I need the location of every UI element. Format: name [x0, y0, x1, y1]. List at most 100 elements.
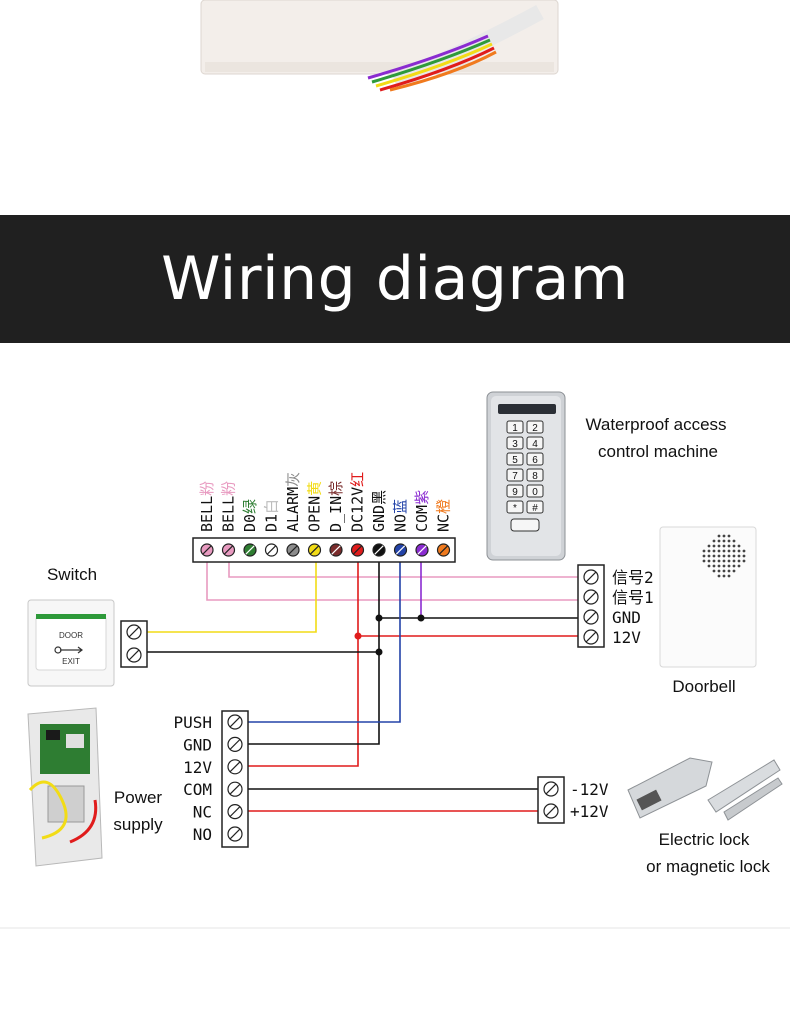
svg-text:3: 3	[512, 439, 518, 450]
switch-terminal-block	[120, 620, 148, 668]
screw-terminal-icon	[243, 543, 257, 557]
screw-terminal-icon	[286, 543, 300, 557]
keypad-key: 6	[526, 452, 544, 466]
power-supply-label-2: supply	[113, 815, 163, 834]
controller-terminal-label: DC12V红	[349, 472, 367, 532]
wire-open	[147, 552, 317, 633]
keypad-key: 1	[506, 420, 524, 434]
junction-dot	[375, 614, 383, 622]
screw-terminal-icon	[227, 714, 243, 730]
svg-text:1: 1	[512, 423, 518, 434]
power-supply-device	[27, 707, 103, 867]
controller-terminal-label: NC橙	[435, 499, 453, 532]
screw-terminal-icon	[583, 609, 599, 625]
junction-dot	[375, 648, 383, 656]
svg-text:#: #	[532, 503, 538, 514]
screw-terminal-icon	[126, 647, 142, 663]
lock-label-2: or magnetic lock	[646, 857, 770, 876]
keypad-key: 3	[506, 436, 524, 450]
access-machine-label-1: Waterproof access	[585, 415, 726, 434]
lock-terminal-label: +12V	[570, 802, 609, 821]
keypad-key: 2	[526, 420, 544, 434]
svg-text:6: 6	[532, 455, 538, 466]
screw-terminal-icon	[264, 543, 279, 557]
keypad-key: *	[506, 500, 524, 514]
controller-terminal-label: D1白	[263, 499, 281, 532]
screw-terminal-icon	[415, 543, 429, 557]
svg-text:7: 7	[512, 471, 518, 482]
screw-terminal-icon	[126, 624, 142, 640]
svg-text:*: *	[513, 503, 517, 514]
svg-text:4: 4	[532, 439, 538, 450]
exit-button: DOOR EXIT	[27, 599, 115, 687]
controller-terminal-label: NO蓝	[392, 499, 410, 532]
screw-terminal-icon	[227, 781, 243, 797]
controller-terminal-label: BELL粉	[220, 481, 238, 532]
doorbell-label: Doorbell	[672, 677, 735, 696]
screw-terminal-icon	[227, 803, 243, 820]
junction-dot	[354, 632, 362, 640]
doorbell-terminal-label: 信号1	[612, 588, 654, 607]
keypad-key: 4	[526, 436, 544, 450]
power-terminal-label: GND	[183, 735, 212, 754]
power-terminal-label: PUSH	[173, 713, 212, 732]
doorbell-terminal-label: GND	[612, 608, 641, 627]
product-photo-top	[0, 0, 790, 215]
controller-terminal-label: OPEN黄	[306, 481, 324, 532]
keypad-bell-key	[510, 518, 540, 532]
screw-terminal-icon	[436, 543, 451, 557]
title-banner: Wiring diagram	[0, 215, 790, 343]
page-title: Wiring diagram	[161, 244, 629, 314]
switch-label: Switch	[47, 565, 97, 584]
power-supply-label-1: Power	[114, 788, 163, 807]
wire-dc12v	[245, 552, 359, 767]
controller-terminal-label: BELL粉	[198, 481, 216, 532]
controller-terminal-label: GND黑	[370, 490, 388, 532]
screw-terminal-icon	[227, 826, 243, 842]
wire-no	[245, 552, 401, 723]
lock-terminal-label: -12V	[570, 780, 609, 799]
screw-terminal-icon	[543, 803, 559, 819]
controller-terminal-label: D0绿	[241, 499, 259, 532]
screw-terminal-icon	[583, 569, 599, 585]
keypad-key: 5	[506, 452, 524, 466]
screw-terminal-icon	[583, 629, 599, 645]
doorbell-terminal-label: 12V	[612, 628, 641, 647]
electric-lock-image	[627, 757, 783, 821]
svg-text:2: 2	[532, 423, 538, 434]
power-terminal-label: 12V	[183, 758, 212, 777]
wire-gnd	[245, 552, 380, 745]
doorbell-device	[659, 526, 757, 668]
controller-terminal-label: D_IN棕	[327, 481, 345, 532]
power-terminal-label: COM	[183, 780, 212, 799]
screw-terminal-icon	[393, 543, 408, 557]
power-terminal-label: NC	[193, 803, 212, 822]
screw-terminal-icon	[350, 543, 365, 557]
screw-terminal-icon	[329, 543, 343, 557]
lock-terminal-block: -12V +12V	[537, 776, 609, 824]
svg-text:8: 8	[532, 471, 538, 482]
screw-terminal-icon	[227, 736, 243, 753]
power-terminal-block: PUSH GND 12V COM NC NO	[173, 710, 249, 848]
keypad-key: 7	[506, 468, 524, 482]
svg-text:0: 0	[532, 487, 538, 498]
screw-terminal-icon	[221, 543, 236, 557]
screw-terminal-icon	[307, 543, 322, 557]
keypad-key: 8	[526, 468, 544, 482]
power-terminal-label: NO	[193, 825, 212, 844]
svg-text:5: 5	[512, 455, 518, 466]
doorbell-terminal-label: 信号2	[612, 568, 654, 587]
exit-button-text-exit: EXIT	[62, 657, 80, 666]
keypad-key: 0	[526, 484, 544, 498]
exit-button-text-door: DOOR	[59, 631, 83, 640]
controller-terminal-label: ALARM灰	[284, 472, 302, 532]
screw-terminal-icon	[543, 781, 559, 797]
keypad-key: #	[526, 500, 544, 514]
screw-terminal-icon	[372, 543, 386, 557]
junction-dot	[417, 614, 425, 622]
